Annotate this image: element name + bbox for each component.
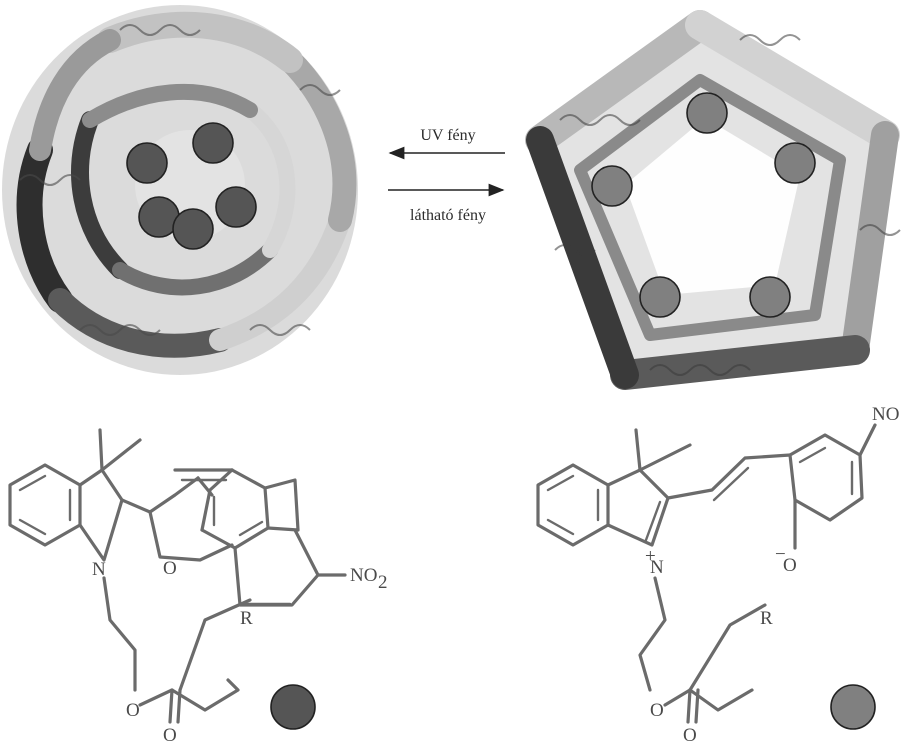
merocyanine-structure: + N − O NO O O R (536, 404, 899, 742)
nitro-label: NO (350, 565, 377, 586)
atom-n-plus: N (650, 557, 664, 578)
visible-light-label: látható fény (410, 207, 486, 224)
uv-light-label: UV fény (420, 127, 475, 144)
ion-light-1 (686, 92, 728, 134)
ion-light-legend (830, 684, 876, 730)
atom-n: N (92, 559, 106, 580)
ion-light-2 (774, 142, 816, 184)
ion-dark-5 (172, 208, 214, 250)
atom-o-ring: O (163, 558, 177, 579)
protein-open-state (525, 10, 901, 390)
atom-r-right: R (760, 608, 773, 629)
atom-r: R (240, 608, 253, 629)
ion-light-5 (749, 276, 791, 318)
atom-o-ester: O (126, 700, 140, 721)
ion-dark-legend (270, 684, 316, 730)
equilibrium-arrows: UV fény látható fény (388, 127, 505, 224)
atom-o-ester-right: O (650, 700, 664, 721)
ion-light-3 (591, 165, 633, 207)
atom-plus: + (645, 546, 656, 567)
atom-o-carbonyl: O (163, 725, 177, 742)
atom-o-carbonyl-right: O (683, 725, 697, 742)
ion-dark-1 (126, 142, 168, 184)
atom-o-phenolate: O (783, 555, 797, 576)
ion-light-4 (639, 276, 681, 318)
ion-dark-3 (215, 186, 257, 228)
ion-dark-2 (192, 122, 234, 164)
nitro-subscript: 2 (378, 572, 388, 593)
nitro-label-right: NO (872, 404, 899, 425)
spiropyran-structure: N O NO 2 O O R (8, 428, 388, 742)
protein-closed-state (2, 5, 358, 375)
nitro-group: NO 2 (350, 565, 388, 593)
atom-o-minus-sign: − (775, 544, 786, 565)
